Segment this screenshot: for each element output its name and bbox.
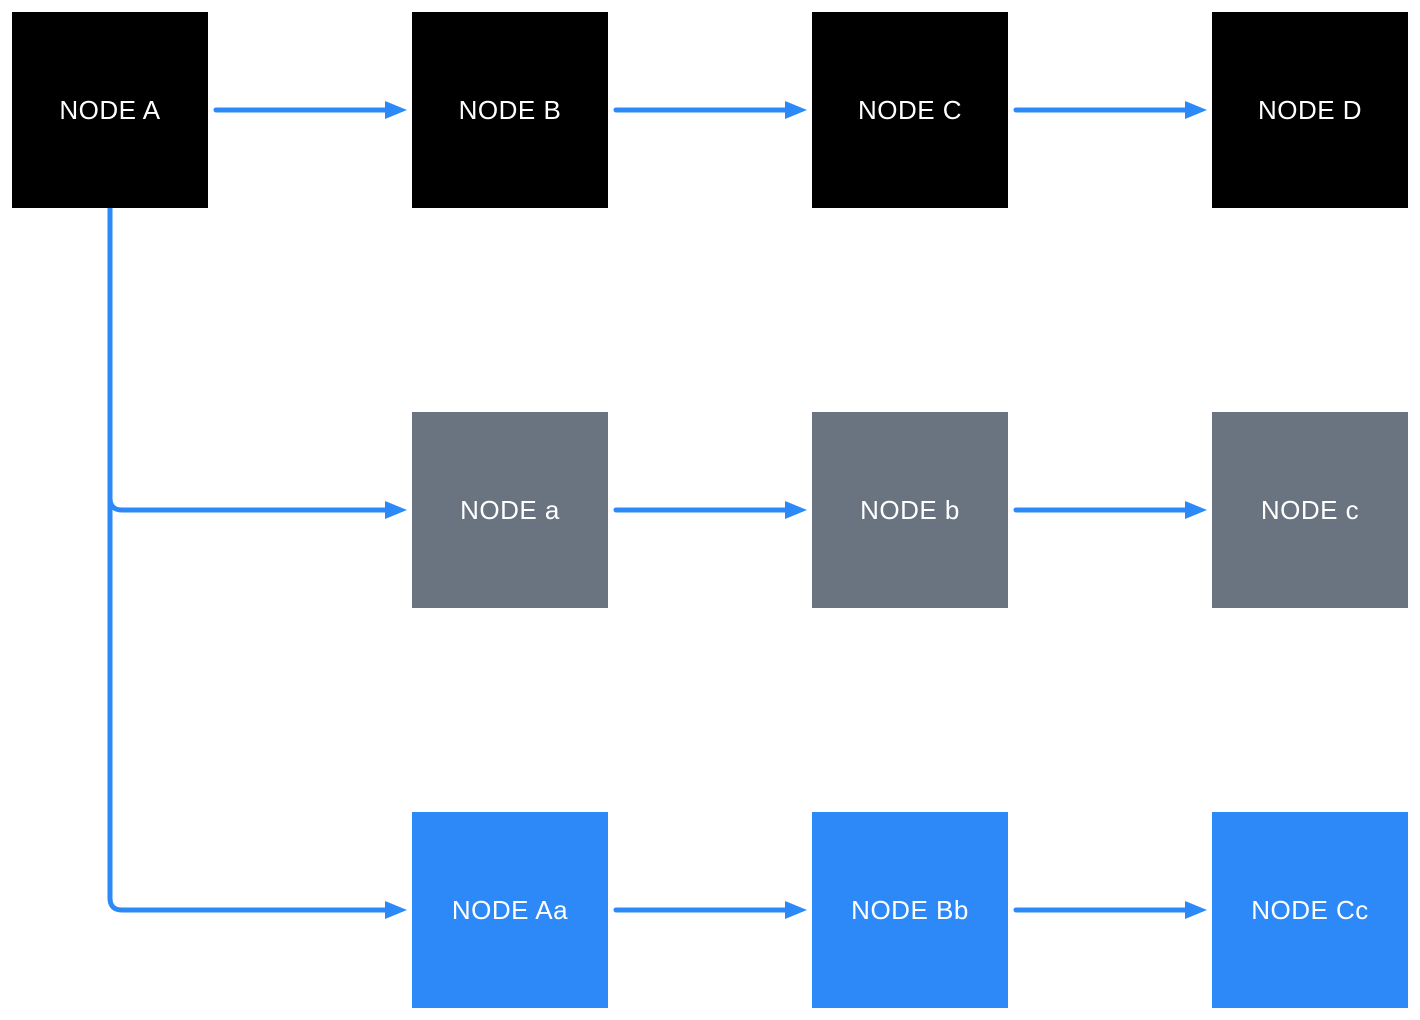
node-B-label: NODE B <box>458 94 562 125</box>
edge-C-D <box>1013 101 1207 119</box>
node-A[interactable]: NODE A <box>12 12 208 208</box>
node-D[interactable]: NODE D <box>1212 12 1408 208</box>
node-Cc-label: NODE Cc <box>1251 894 1369 925</box>
node-A-label: NODE A <box>59 94 161 125</box>
edge-b-c <box>1013 501 1207 519</box>
node-Cc[interactable]: NODE Cc <box>1212 812 1408 1008</box>
node-b[interactable]: NODE b <box>812 412 1008 608</box>
node-C-label: NODE C <box>857 94 963 125</box>
node-D-label: NODE D <box>1257 94 1363 125</box>
node-b-label: NODE b <box>860 494 960 525</box>
edge-a-b <box>613 501 807 519</box>
node-a-label: NODE a <box>460 494 560 525</box>
node-Bb-label: NODE Bb <box>851 894 969 925</box>
edge-A-a <box>107 495 407 519</box>
edge-A-B <box>213 101 407 119</box>
edge-B-C <box>613 101 807 119</box>
edge-Aa-Bb <box>613 901 807 919</box>
node-Aa-label: NODE Aa <box>451 894 569 925</box>
node-Bb[interactable]: NODE Bb <box>812 812 1008 1008</box>
node-B[interactable]: NODE B <box>412 12 608 208</box>
node-Aa[interactable]: NODE Aa <box>412 812 608 1008</box>
node-a[interactable]: NODE a <box>412 412 608 608</box>
node-C[interactable]: NODE C <box>812 12 1008 208</box>
edge-Bb-Cc <box>1013 901 1207 919</box>
node-c[interactable]: NODE c <box>1212 412 1408 608</box>
node-c-label: NODE c <box>1260 494 1360 525</box>
edge-A-Aa <box>107 205 407 919</box>
